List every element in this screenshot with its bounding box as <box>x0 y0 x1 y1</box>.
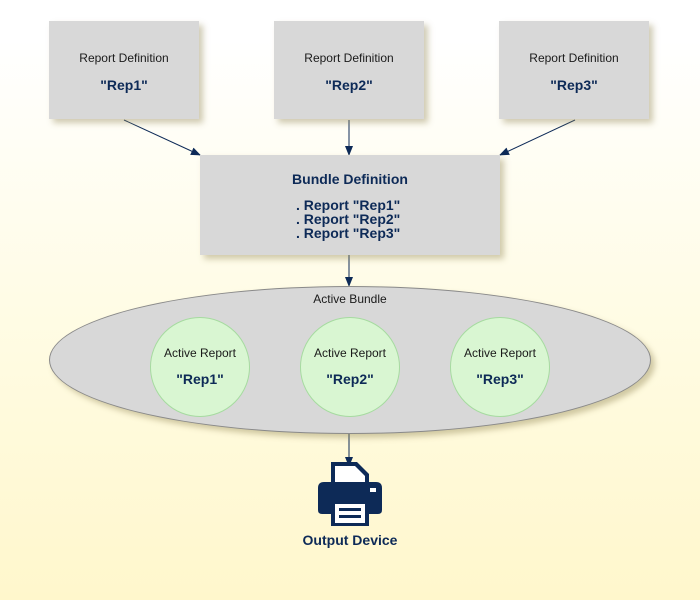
arrow-rep1-to-bundle <box>123 119 201 156</box>
report-definition-rep3: Report Definition "Rep3" <box>499 21 649 119</box>
bundle-item: . Report "Rep3" <box>296 225 401 241</box>
bundle-item: . Report "Rep1" <box>296 197 401 213</box>
report-definition-rep2: Report Definition "Rep2" <box>274 21 424 119</box>
arrow-rep3-to-bundle <box>499 119 576 156</box>
active-report-rep1: Active Report "Rep1" <box>150 317 250 417</box>
active-report-heading: Active Report <box>463 346 537 360</box>
report-definition-name: "Rep2" <box>325 77 373 93</box>
output-device-label: Output Device <box>302 532 398 548</box>
report-definition-heading: Report Definition <box>304 51 394 65</box>
report-definition-heading: Report Definition <box>79 51 169 65</box>
bundle-definition-title: Bundle Definition <box>292 171 408 187</box>
active-report-rep3: Active Report "Rep3" <box>450 317 550 417</box>
active-report-rep2: Active Report "Rep2" <box>300 317 400 417</box>
bundle-definition-items: . Report "Rep1" . Report "Rep2" . Report… <box>296 198 400 240</box>
report-definition-name: "Rep3" <box>550 77 598 93</box>
active-bundle-label: Active Bundle <box>313 292 387 306</box>
report-definition-name: "Rep1" <box>100 77 148 93</box>
bundle-definition-box: Bundle Definition . Report "Rep1" . Repo… <box>200 155 500 255</box>
active-report-name: "Rep1" <box>176 371 224 387</box>
bundle-item: . Report "Rep2" <box>296 211 401 227</box>
report-definition-rep1: Report Definition "Rep1" <box>49 21 199 119</box>
active-report-heading: Active Report <box>313 346 387 360</box>
report-definition-heading: Report Definition <box>529 51 619 65</box>
printer-icon <box>318 462 382 526</box>
active-report-heading: Active Report <box>163 346 237 360</box>
active-report-name: "Rep2" <box>326 371 374 387</box>
active-report-name: "Rep3" <box>476 371 524 387</box>
